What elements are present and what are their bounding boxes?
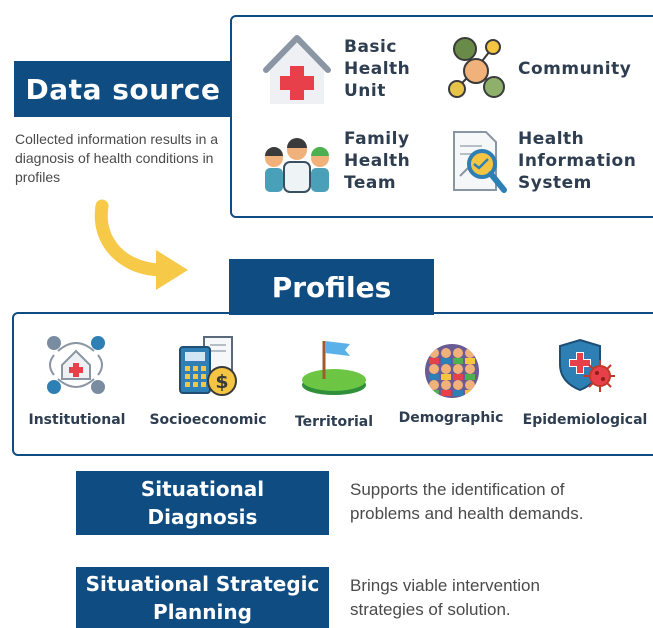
curved-arrow-icon <box>94 199 188 290</box>
institutional-icon <box>47 336 105 394</box>
profiles-title: Profiles <box>229 259 434 315</box>
demographic-icon <box>425 344 479 398</box>
profile-socioeconomic: $ <box>176 333 240 399</box>
profile-demographic <box>424 343 480 399</box>
source-label-family-health-team: Family Health Team <box>344 129 411 193</box>
source-health-information-system <box>448 128 510 198</box>
source-label-basic-health-unit: Basic Health Unit <box>344 37 411 101</box>
outcome-title-situational-strategic-planning: Situational Strategic Planning <box>85 572 320 624</box>
source-label-health-information-system: Health Information System <box>518 129 637 193</box>
profile-label-demographic: Demographic <box>398 410 504 426</box>
flow-arrow <box>90 198 200 293</box>
outcome-situational-strategic-planning: Situational Strategic Planning <box>76 567 329 628</box>
profile-institutional <box>44 333 108 397</box>
outcome-title-situational-diagnosis: Situational Diagnosis <box>140 477 265 529</box>
profile-label-socioeconomic: Socioeconomic <box>149 412 267 428</box>
source-family-health-team <box>262 134 332 194</box>
community-icon <box>448 37 505 98</box>
outcome-description-situational-strategic-planning: Brings viable intervention strategies of… <box>350 576 540 619</box>
socioeconomic-icon: $ <box>179 336 237 396</box>
health-team-icon <box>265 138 329 193</box>
outcome-description-situational-diagnosis: Supports the identification of problems … <box>350 480 584 523</box>
profiles-title-text: Profiles <box>271 270 392 304</box>
profile-territorial <box>298 335 370 399</box>
information-system-icon <box>453 131 507 193</box>
profile-label-epidemiological: Epidemiological <box>522 412 648 428</box>
source-label-community: Community <box>518 59 632 79</box>
territorial-icon <box>302 341 366 395</box>
data-source-caption: Collected information results in a diagn… <box>15 131 219 185</box>
profile-epidemiological <box>554 336 616 396</box>
source-community <box>445 35 507 101</box>
outcome-situational-diagnosis: Situational Diagnosis <box>76 471 329 535</box>
epidemiological-icon <box>559 338 615 392</box>
profile-label-institutional: Institutional <box>28 412 126 428</box>
data-source-title-text: Data source <box>25 72 221 106</box>
health-unit-icon <box>263 35 331 104</box>
source-basic-health-unit <box>262 30 332 108</box>
data-source-title: Data source <box>14 61 232 117</box>
svg-text:$: $ <box>215 371 228 393</box>
profile-label-territorial: Territorial <box>294 414 374 430</box>
